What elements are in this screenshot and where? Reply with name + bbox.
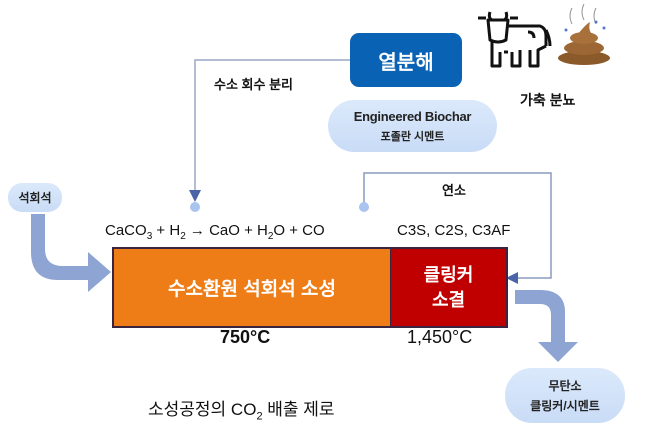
kiln-bar: 수소환원 석회석 소성 클링커 소결 — [112, 247, 508, 328]
cow-icon — [478, 11, 552, 68]
combustion-label: 연소 — [442, 183, 466, 198]
clinker-phases-label: C3S, C2S, C3AF — [397, 222, 511, 239]
livestock-manure-label: 가축 분뇨 — [520, 92, 576, 108]
clinker-zone: 클링커 소결 — [391, 249, 506, 326]
pyrolysis-box: 열분해 — [350, 33, 462, 87]
biochar-subtitle: 포졸란 시멘트 — [380, 130, 445, 143]
output-pill: 무탄소 클링커/시멘트 — [505, 368, 625, 423]
product-output-arrow — [515, 290, 578, 362]
calcination-zone: 수소환원 석회석 소성 — [114, 249, 391, 326]
clinker-label-line2: 소결 — [431, 289, 466, 310]
limestone-feed-arrow — [31, 214, 111, 292]
reaction-equation: CaCO3 + H2 → CaO + H2O + CO — [105, 222, 325, 242]
output-line2: 클링커/시멘트 — [530, 399, 600, 413]
combustion-loop-line — [363, 172, 552, 284]
hydrogen-return-line — [189, 59, 350, 202]
co-outlet-dot — [359, 202, 369, 212]
limestone-pill: 석회석 — [8, 183, 62, 212]
pyrolysis-label: 열분해 — [378, 51, 434, 74]
clinker-label-line1: 클링커 — [423, 264, 474, 285]
limestone-label: 석회석 — [18, 191, 52, 205]
caption: 소성공정의 CO2 배출 제로 — [148, 400, 335, 423]
hydrogen-recovery-label: 수소 회수 분리 — [214, 77, 293, 92]
calcination-temperature: 750°C — [220, 327, 271, 347]
manure-icon — [558, 3, 610, 65]
hydrogen-inlet-dot — [190, 202, 200, 212]
biochar-pill: Engineered Biochar 포졸란 시멘트 — [328, 100, 497, 152]
biochar-title: Engineered Biochar — [353, 108, 472, 124]
calcination-label: 수소환원 석회석 소성 — [168, 279, 336, 300]
output-line1: 무탄소 — [548, 379, 582, 393]
clinker-temperature: 1,450°C — [407, 327, 473, 347]
